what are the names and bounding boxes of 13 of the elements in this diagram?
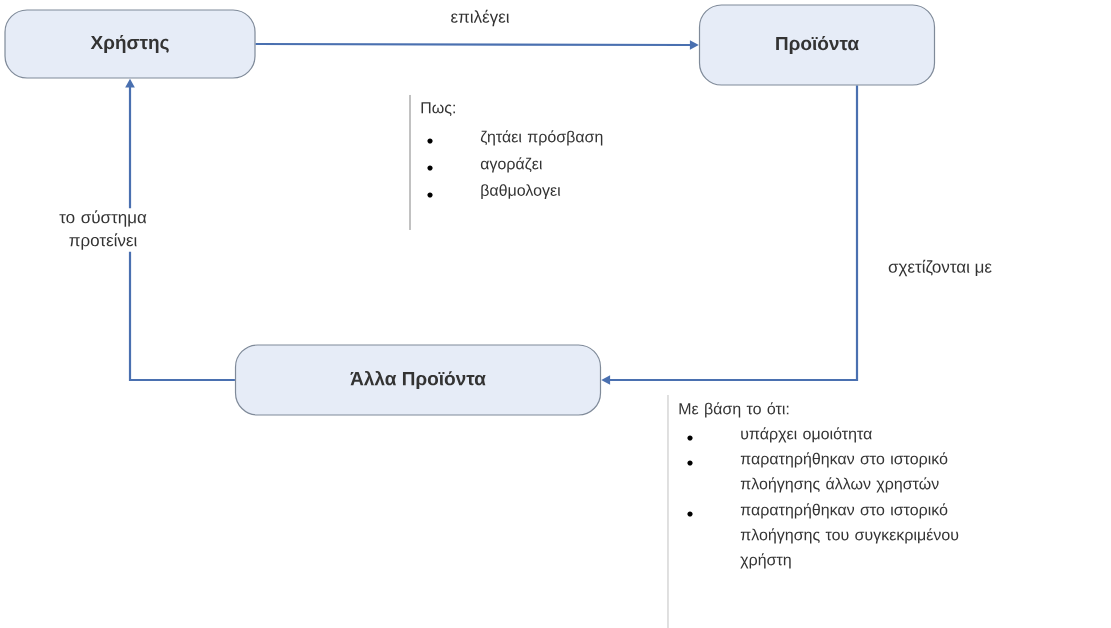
- edge-label: επιλέγει: [451, 9, 510, 27]
- rounded-box: Άλλα Προϊόντα: [234, 344, 602, 416]
- rounded-box: Χρήστης: [4, 9, 256, 79]
- note-text: Πως:: [421, 102, 455, 116]
- note-text: ζητάει πρόσβαση: [480, 130, 603, 146]
- edge-label: το σύστημα προτείνει: [59, 210, 147, 250]
- note-text: Με βάση το ότι:: [679, 402, 789, 418]
- edge-label: σχετίζονται με: [888, 259, 992, 277]
- note-text: υπάρχει ομοιότητα: [741, 427, 872, 443]
- note-text: αγοράζει: [480, 157, 542, 173]
- rounded-box: Προϊόντα: [698, 4, 936, 86]
- note-text: παρατηρήθηκαν στο ιστορικό πλοήγησης του συγκεκριμένου χρήστη: [740, 503, 959, 569]
- note-text: βαθμολογει: [481, 184, 561, 200]
